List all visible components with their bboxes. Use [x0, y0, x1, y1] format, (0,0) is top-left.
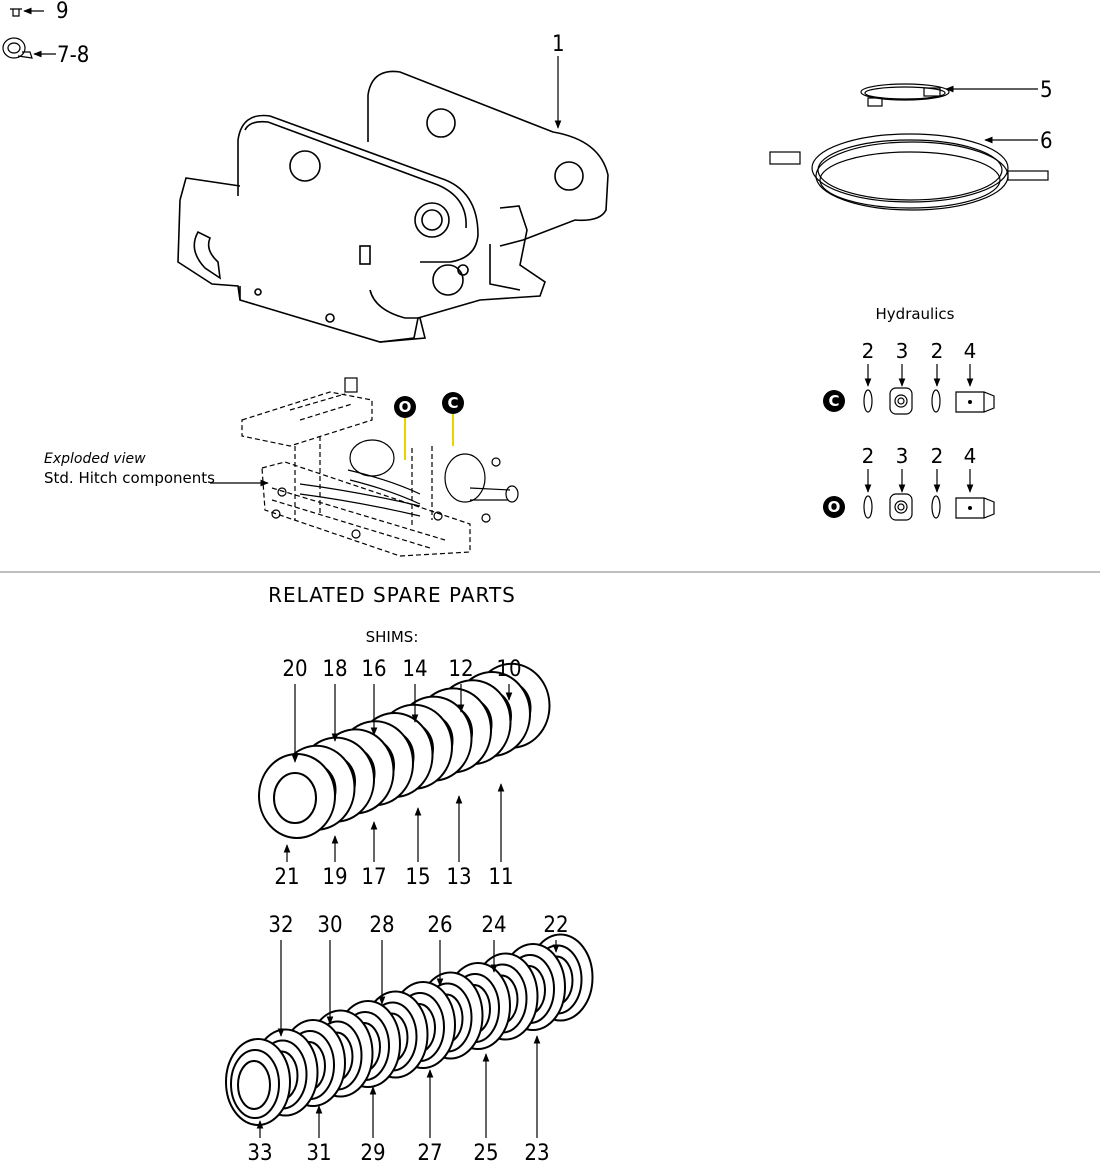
- hydraulics-row-o: 2 3 2 4 O: [823, 444, 995, 521]
- callout-5: 5: [1040, 78, 1053, 103]
- bushing-callout-bottom: 31: [306, 1141, 331, 1166]
- shims-label: SHIMS:: [366, 628, 419, 646]
- shim-callout-top: 14: [402, 657, 427, 682]
- shim-callout-top: 10: [496, 657, 521, 682]
- badge-o-hydraulics: [823, 496, 845, 518]
- row-o-num-3: 4: [964, 444, 977, 468]
- bushing-callout-top: 26: [427, 913, 452, 938]
- part-7-8-clamp: [2, 37, 33, 59]
- exploded-view-drawing: [241, 377, 519, 557]
- row-o-num-1: 3: [896, 444, 909, 468]
- shim-callout-bottom: 17: [361, 865, 386, 890]
- shim-callout-top: 16: [361, 657, 386, 682]
- shim-washer-hole: [273, 772, 317, 824]
- part-9-bolt: [10, 8, 22, 17]
- bushing-bore: [237, 1060, 271, 1110]
- row-o-num-2: 2: [931, 444, 944, 468]
- row-c-num-0: 2: [862, 339, 875, 363]
- row-c-num-2: 2: [931, 339, 944, 363]
- badge-c-hydraulics-text: C: [828, 392, 839, 410]
- hitch-assembly-drawing: [177, 70, 609, 343]
- bushing-callout-top: 24: [481, 913, 506, 938]
- bushing-callout-bottom: 27: [417, 1141, 442, 1166]
- shims-drawing: 20 18 16 14 12 10 21 19 17 15 13 11: [258, 657, 551, 890]
- badge-c-exploded: [442, 392, 464, 414]
- shim-callout-top: 12: [448, 657, 473, 682]
- shim-callout-top: 18: [322, 657, 347, 682]
- exploded-view-caption: Exploded view: [44, 451, 146, 467]
- bushing-callout-top: 32: [268, 913, 293, 938]
- badge-c-hydraulics: [823, 390, 845, 412]
- callout-6: 6: [1040, 129, 1053, 154]
- row-c-num-1: 3: [896, 339, 909, 363]
- row-o-num-0: 2: [862, 444, 875, 468]
- shim-callout-bottom: 15: [405, 865, 430, 890]
- shim-callout-top: 20: [282, 657, 307, 682]
- badge-o-hydraulics-text: O: [828, 498, 841, 516]
- part-5-hose: [860, 83, 950, 107]
- callout-1: 1: [552, 32, 565, 57]
- callout-9: 9: [56, 0, 69, 24]
- bushing-callout-bottom: 33: [247, 1141, 272, 1166]
- shim-callout-bottom: 19: [322, 865, 347, 890]
- row-c-num-3: 4: [964, 339, 977, 363]
- spare-parts-heading: RELATED SPARE PARTS: [268, 583, 516, 607]
- hydraulics-row-c: 2 3 2 4 C: [823, 339, 995, 415]
- callout-7-8: 7-8: [57, 43, 89, 68]
- bushing-callout-bottom: 23: [524, 1141, 549, 1166]
- hydraulics-title: Hydraulics: [876, 305, 955, 323]
- std-hitch-label: Std. Hitch components: [44, 469, 215, 487]
- part-6-hose-coil: [769, 133, 1049, 211]
- shim-callout-bottom: 13: [446, 865, 471, 890]
- bushing-callout-bottom: 25: [473, 1141, 498, 1166]
- bushings-drawing: 32 30 28 26 24 22 33 31 29 27 25 23: [225, 913, 594, 1166]
- bushing-callout-top: 30: [317, 913, 342, 938]
- bushing-callout-top: 28: [369, 913, 394, 938]
- bushing-callout-bottom: 29: [360, 1141, 385, 1166]
- shim-callout-bottom: 21: [274, 865, 299, 890]
- badge-o-exploded: [394, 396, 416, 418]
- bushing-callout-top: 22: [543, 913, 568, 938]
- badge-o-exploded-text: O: [399, 398, 412, 416]
- shim-callout-bottom: 11: [488, 865, 513, 890]
- badge-c-exploded-text: C: [447, 394, 458, 412]
